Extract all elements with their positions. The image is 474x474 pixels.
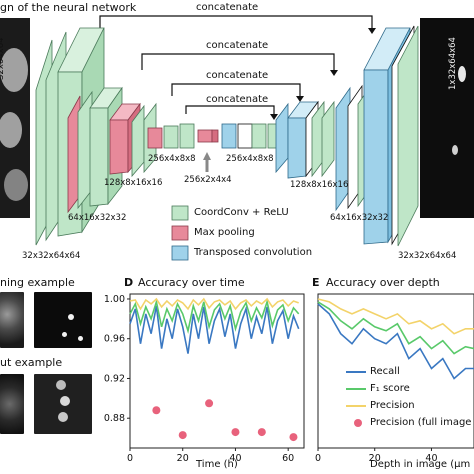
concat-arrow-2 — [141, 53, 335, 70]
x-tick-label: 20 — [177, 453, 189, 464]
enc4-dim: 256x4x8x8 — [148, 154, 196, 164]
enc2-dim: 64x16x32x32 — [68, 213, 127, 223]
output-example-title: ut example — [0, 356, 63, 369]
panel-d-title: Accuracy over time — [138, 276, 245, 289]
output-cell-blob — [458, 66, 466, 82]
point-precision-full-image- — [205, 399, 214, 408]
concat-arrow-3 — [171, 83, 301, 96]
series-line-f1-score — [317, 301, 474, 355]
training-target-thumb — [34, 292, 92, 348]
plots-area: 0 20 40 60 1.00 0.96 0.92 0.88 0 20 40 D Accuracy … — [0, 270, 474, 474]
concat-arrow-4 — [185, 105, 275, 114]
series-line-recall — [317, 303, 474, 380]
legend-marker — [354, 419, 362, 427]
enc3-dim: 128x8x16x16 — [104, 178, 163, 188]
panel-e-legend: Recall F₁ score Precision Precision (ful… — [340, 366, 474, 446]
input-dim-label: 32x64x64 — [0, 37, 6, 80]
y-tick-label: 0.88 — [104, 413, 125, 424]
point-precision-full-image- — [178, 431, 187, 440]
legend-swatch-pool — [171, 225, 189, 241]
axes-frame — [317, 293, 474, 449]
x-tick-label: 0 — [127, 453, 133, 464]
point-precision-full-image- — [289, 433, 298, 442]
input-cell-blob — [0, 48, 28, 92]
input-cell-blob — [4, 169, 28, 201]
output-cell-blob — [452, 145, 458, 155]
dec3-dim: 128x8x16x16 — [290, 180, 349, 190]
x-tick-label: 60 — [282, 453, 294, 464]
legend-f1: F₁ score — [370, 383, 410, 394]
legend-swatch-conv — [171, 205, 189, 221]
legend-label-pool: Max pooling — [194, 227, 255, 238]
enc1-dim: 32x32x64x64 — [22, 251, 81, 261]
concat-label-4: concatenate — [206, 94, 269, 105]
dec1-dim: 32x32x64x64 — [398, 251, 457, 261]
network-title: gn of the neural network — [0, 1, 137, 14]
concat-label-1: concatenate — [196, 2, 259, 13]
dec2-dim: 64x16x32x32 — [330, 213, 389, 223]
output-dim-label: 1x32x64x64 — [448, 37, 458, 90]
series-line-f1-score — [129, 298, 300, 334]
panel-e-xlabel: Depth in image (μm — [370, 459, 471, 470]
bottom-dim: 256x2x4x4 — [184, 175, 232, 185]
training-example-title: ning example — [0, 276, 75, 289]
concat-label-3: concatenate — [206, 70, 269, 81]
y-tick-label: 1.00 — [104, 294, 125, 305]
output-image — [420, 18, 474, 218]
x-tick-label: 40 — [425, 453, 437, 464]
series-line-precision — [129, 297, 299, 311]
panel-e-title: Accuracy over depth — [326, 276, 440, 289]
network-svg — [0, 15, 474, 261]
point-precision-full-image- — [257, 428, 266, 437]
panel-d-letter: D — [124, 276, 134, 289]
arrowhead — [296, 96, 304, 102]
network-diagram: gn of the neural network concatenate con… — [0, 1, 474, 261]
arrowhead — [270, 114, 278, 120]
decoder-block-4 — [221, 123, 283, 149]
decoder-block-3 — [275, 100, 335, 179]
legend-swatch-tconv — [171, 245, 189, 261]
x-tick-label: 40 — [229, 453, 241, 464]
encoder-block-3 — [109, 102, 157, 178]
output-input-thumb — [0, 374, 24, 434]
x-tick-label: 20 — [369, 453, 381, 464]
point-precision-full-image- — [152, 406, 161, 415]
arrowhead — [368, 28, 376, 34]
panel-d-xlabel: Time (h) — [196, 459, 238, 470]
point-precision-full-image- — [231, 428, 240, 437]
x-tick-label: 0 — [315, 453, 321, 464]
example-images: ning example ut example — [0, 270, 130, 474]
series-line-precision — [317, 298, 474, 335]
output-pred-thumb — [34, 374, 92, 434]
plots-svg: 0 20 40 60 1.00 0.96 0.92 0.88 0 20 40 — [104, 293, 474, 464]
y-tick-label: 0.96 — [104, 334, 125, 345]
dec4-dim: 256x4x8x8 — [226, 154, 274, 164]
legend-label-tconv: Transposed convolution — [194, 247, 313, 258]
concat-label-2: concatenate — [206, 40, 269, 51]
legend-recall: Recall — [370, 366, 400, 377]
axes-frame — [129, 293, 305, 449]
encoder-block-4 — [147, 123, 195, 149]
legend-precision-full: Precision (full image — [370, 417, 472, 428]
series-line-recall — [129, 305, 300, 354]
training-input-thumb — [0, 292, 24, 348]
concat-arrow-1 — [99, 15, 373, 28]
legend-precision: Precision — [370, 400, 415, 411]
panel-e-letter: E — [312, 276, 320, 289]
decoder-block-1 — [363, 25, 419, 247]
bottleneck-block — [197, 129, 219, 172]
input-cell-blob — [0, 112, 22, 148]
y-tick-label: 0.92 — [104, 373, 125, 384]
arrowhead — [330, 70, 338, 76]
legend-label-conv: CoordConv + ReLU — [194, 207, 289, 218]
